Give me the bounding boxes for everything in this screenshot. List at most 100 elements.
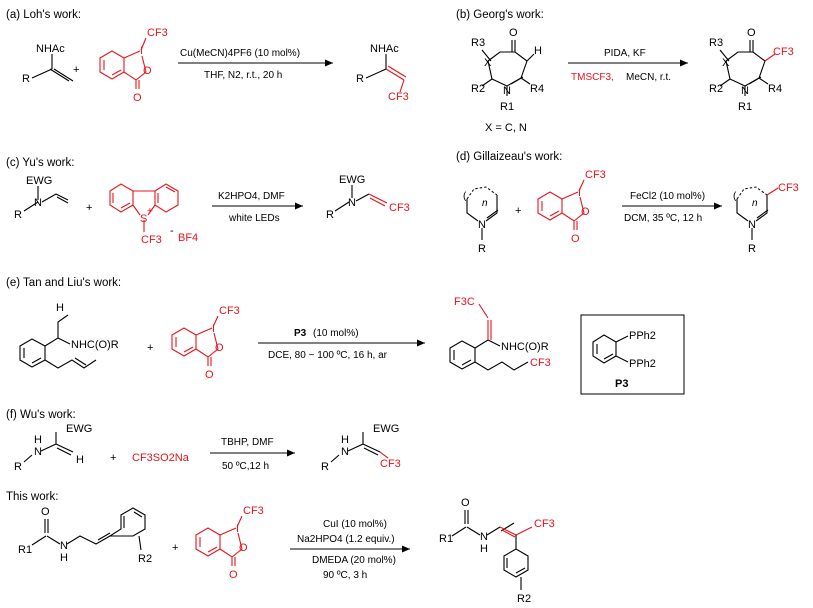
plus-sign: + bbox=[515, 205, 521, 217]
panel-c-substrate: EWG N R bbox=[14, 175, 69, 221]
panel-e-substrate: H NHC(O)R bbox=[19, 302, 119, 369]
panel-b-label: (b) Georg's work: bbox=[456, 9, 544, 21]
bf4-label: BF4 bbox=[178, 232, 198, 244]
condition-line-4: 90 ºC, 3 h bbox=[323, 570, 367, 581]
oxygen-label: O bbox=[215, 342, 224, 354]
panel-f-conditions-above: TBHP, DMF bbox=[221, 437, 274, 448]
panel-a-substrate: NHAc R bbox=[22, 43, 74, 85]
nitrogen-label: N bbox=[34, 197, 42, 209]
panel-b-conditions-below: MeCN, r.t. bbox=[626, 72, 671, 83]
reaction-arrow-head bbox=[417, 339, 425, 347]
r1-label: R1 bbox=[18, 544, 32, 556]
r4-label: R4 bbox=[768, 83, 782, 95]
this-work-product: O R1 N H CF3 R2 bbox=[439, 497, 555, 605]
panel-e-conditions-above: (10 mol%) bbox=[313, 328, 359, 339]
cf3-label: CF3 bbox=[778, 182, 799, 194]
nhcor-label: NHC(O)R bbox=[71, 339, 119, 351]
ewg-label: EWG bbox=[26, 175, 52, 187]
cf3-label: CF3 bbox=[530, 357, 551, 369]
reaction-arrow-head bbox=[402, 545, 410, 553]
panel-e: (e) Tan and Liu's work: H NHC(O)R + CF3 … bbox=[6, 277, 685, 395]
nitrogen-label: N bbox=[60, 540, 68, 552]
panel-f-product: H N EWG R CF3 bbox=[321, 423, 401, 473]
panel-c-product: EWG N R CF3 bbox=[326, 174, 410, 221]
reaction-arrow-head bbox=[287, 449, 295, 457]
plus-sign: + bbox=[110, 452, 116, 464]
positive-charge: + bbox=[147, 206, 153, 217]
plus-sign: + bbox=[147, 342, 153, 354]
panel-f-conditions-below: 50 ºC,12 h bbox=[222, 461, 269, 472]
condition-line-2: Na2HPO4 (1.2 equiv.) bbox=[297, 534, 395, 545]
oxygen-label: O bbox=[581, 206, 590, 218]
nhcor-label: NHC(O)R bbox=[501, 341, 549, 353]
panel-a-conditions-below: THF, N2, r.t., 20 h bbox=[204, 70, 282, 81]
panel-f-label: (f) Wu's work: bbox=[6, 409, 76, 421]
cf3-label: CF3 bbox=[585, 169, 606, 181]
cf3-label: CF3 bbox=[147, 27, 168, 39]
panel-b-conditions-above: PIDA, KF bbox=[604, 48, 646, 59]
ring-size-n: n bbox=[752, 198, 758, 209]
carbonyl-oxygen-label: O bbox=[229, 569, 238, 581]
togni-reagent-a: CF3 I O O bbox=[99, 27, 168, 104]
panel-c: (c) Yu's work: EWG N R + S + CF3 BF4 - K… bbox=[6, 157, 410, 246]
panel-e-conditions-below: DCE, 80 ~ 100 ºC, 16 h, ar bbox=[268, 350, 388, 361]
panel-e-product: F3C NHC(O)R CF3 bbox=[449, 296, 551, 371]
oxygen-label: O bbox=[461, 497, 470, 509]
panel-d: (d) Gillaizeau's work: ( n N R + CF3 I O… bbox=[456, 151, 799, 255]
panel-d-product: ( n N R CF3 bbox=[733, 182, 799, 255]
cf3-label: CF3 bbox=[773, 46, 794, 58]
ewg-label: EWG bbox=[66, 423, 92, 435]
r3-label: R3 bbox=[709, 37, 723, 49]
panel-c-conditions-below: white LEDs bbox=[228, 213, 280, 224]
cf3-label: CF3 bbox=[380, 458, 401, 470]
panel-d-conditions-above: FeCl2 (10 mol%) bbox=[630, 191, 705, 202]
condition-line-1: CuI (10 mol%) bbox=[323, 519, 387, 530]
this-work-substrate: O R1 N H R2 bbox=[18, 506, 152, 565]
panel-a-label: (a) Loh's work: bbox=[6, 9, 81, 21]
r4-label: R4 bbox=[530, 83, 544, 95]
cf3-label: CF3 bbox=[141, 234, 162, 246]
panel-d-conditions-below: DCM, 35 ºC, 12 h bbox=[624, 213, 702, 224]
sulfur-label: S bbox=[140, 213, 147, 225]
iodine-label: I bbox=[140, 45, 143, 57]
reaction-arrow-head bbox=[680, 59, 688, 67]
togni-reagent-e: CF3 I O O bbox=[171, 305, 240, 381]
panel-a-product: NHAc R CF3 bbox=[356, 43, 409, 103]
r1-label: R1 bbox=[738, 101, 752, 113]
x-label: X bbox=[722, 57, 730, 69]
nitrogen-label: N bbox=[341, 446, 349, 458]
panel-a: (a) Loh's work: NHAc R + CF3 I O O Cu(Me… bbox=[6, 9, 409, 104]
cf3-label: CF3 bbox=[534, 518, 555, 530]
nh-hydrogen-label: H bbox=[341, 434, 349, 446]
catalyst-p3-box: PPh2 PPh2 P3 bbox=[580, 314, 685, 395]
nh-hydrogen-label: H bbox=[60, 552, 68, 564]
condition-line-3: DMEDA (20 mol%) bbox=[312, 555, 396, 566]
plus-sign: + bbox=[86, 202, 92, 214]
f3c-label: F3C bbox=[454, 296, 475, 308]
r2-label: R2 bbox=[471, 83, 485, 95]
r2-label: R2 bbox=[138, 553, 152, 565]
oxygen-label: O bbox=[509, 27, 518, 39]
oxygen-label: O bbox=[747, 27, 756, 39]
nitrogen-label: N bbox=[503, 85, 511, 97]
panel-this-work-label: This work: bbox=[6, 491, 58, 503]
h-label: H bbox=[534, 45, 542, 57]
scope-note: X = C, N bbox=[485, 122, 527, 134]
nh-hydrogen-label: H bbox=[34, 434, 42, 446]
nitrogen-label: N bbox=[741, 85, 749, 97]
togni-reagent-g: CF3 I O O bbox=[195, 505, 264, 581]
tmscf3-reagent: TMSCF3, bbox=[571, 72, 614, 83]
nitrogen-label: N bbox=[748, 219, 756, 231]
r-label: R bbox=[478, 243, 486, 255]
reaction-arrow-head bbox=[714, 202, 722, 210]
iodine-label: I bbox=[212, 323, 215, 335]
togni-reagent-d: CF3 I O O bbox=[537, 169, 606, 245]
oxygen-label: O bbox=[41, 506, 50, 518]
panel-this-work: This work: O R1 N H R2 + CF3 I O O CuI (… bbox=[6, 491, 555, 605]
pph2-label: PPh2 bbox=[629, 358, 656, 370]
cf3-label: CF3 bbox=[243, 505, 264, 517]
r2-label: R2 bbox=[517, 593, 531, 605]
nh-hydrogen-label: H bbox=[480, 543, 488, 555]
panel-f-substrate: H N EWG R H bbox=[14, 423, 92, 473]
